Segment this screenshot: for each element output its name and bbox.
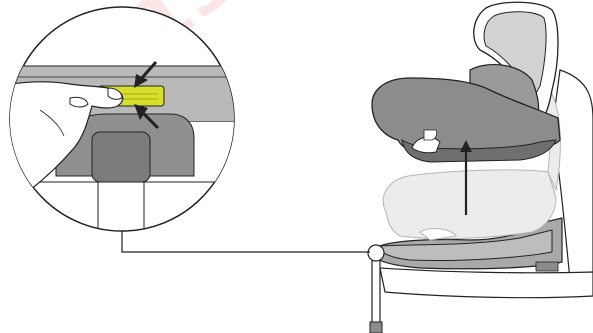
isofix-leg <box>368 245 384 333</box>
leader-line <box>122 231 370 252</box>
car-seat <box>372 2 560 162</box>
detail-magnifier-circle <box>0 7 260 240</box>
